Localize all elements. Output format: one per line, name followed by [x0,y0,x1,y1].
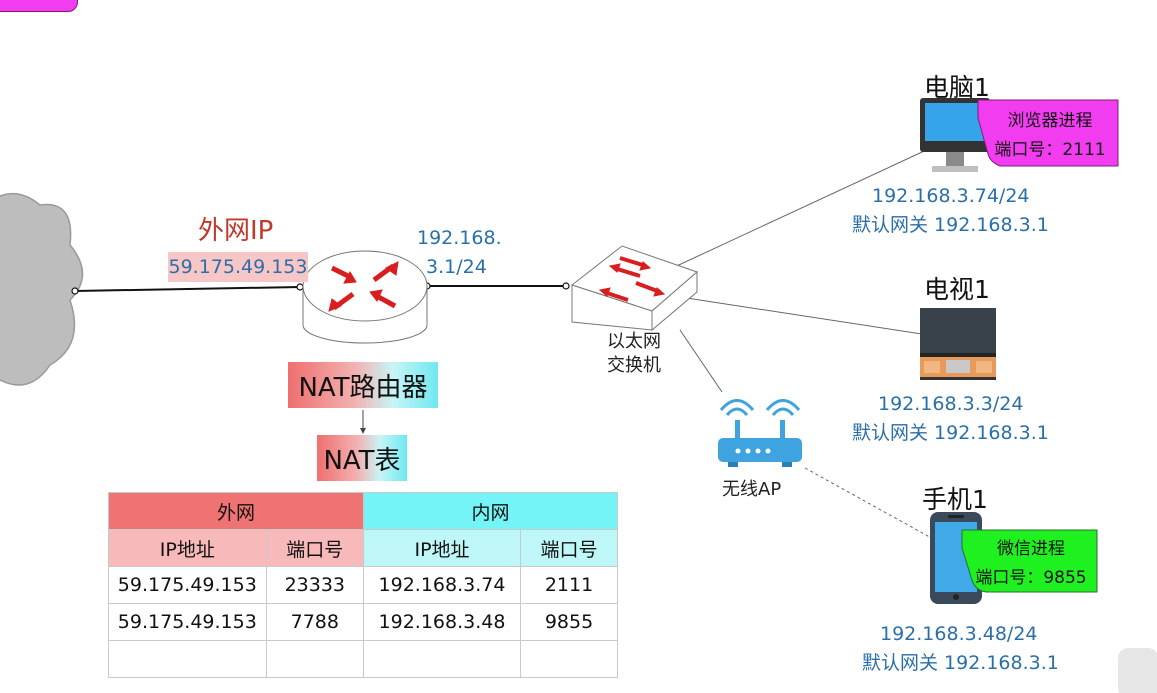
table-row [108,640,618,678]
nat-group-lan: 内网 [363,492,618,530]
tv-title: 电视1 [924,275,990,304]
phone-gateway: 默认网关 192.168.3.1 [862,652,1059,674]
nat-col-wan-port: 端口号 [265,529,365,567]
link-cloud-router [74,286,301,292]
pc-process-port: 端口号：2111 [994,140,1106,160]
phone-ip: 192.168.3.48/24 [880,623,1038,645]
router-lan-ip-line2: 3.1/24 [426,256,487,278]
nat-col-wan-ip: IP地址 [108,529,267,567]
internet-cloud [0,192,84,386]
table-cell: 59.175.49.153 [108,566,267,604]
phone-process-text: 微信进程 端口号：9855 [968,535,1094,593]
switch-label: 以太网 交换机 [596,330,672,378]
link-switch-tv [679,296,936,337]
pc-process-text: 浏览器进程 端口号：2111 [984,107,1116,165]
router-lan-ip-line1: 192.168. [417,227,502,249]
switch-label-line2: 交换机 [607,355,661,376]
nat-group-wan: 外网 [108,492,364,530]
phone-title: 手机1 [922,485,988,514]
nat-router-label: NAT路由器 [288,362,438,408]
phone-process-port: 端口号：9855 [975,568,1087,588]
phone-process-name: 微信进程 [997,539,1065,559]
nat-col-lan-port: 端口号 [520,529,618,567]
table-cell [265,640,365,678]
table-cell: 192.168.3.74 [363,566,521,604]
wan-ip-title: 外网IP [198,216,274,246]
pc-process-bubble [977,99,1119,167]
table-cell: 192.168.3.48 [363,603,521,641]
switch-icon [570,245,698,332]
table-cell: 9855 [520,603,618,641]
table-cell [108,640,267,678]
pc-process-name: 浏览器进程 [1007,111,1093,131]
wireless-ap-label: 无线AP [722,479,782,500]
nat-table-group-row: 外网 内网 [108,492,618,530]
table-cell: 23333 [265,566,365,604]
table-cell [363,640,521,678]
pc-ip: 192.168.3.74/24 [872,185,1030,207]
table-cell: 2111 [520,566,618,604]
table-row: 59.175.49.153 23333 192.168.3.74 2111 [108,566,618,604]
table-cell [520,640,618,678]
table-cell: 7788 [265,603,365,641]
link-ap-phone [804,467,936,541]
switch-label-line1: 以太网 [607,331,661,352]
wan-ip-value: 59.175.49.153 [168,252,308,282]
link-switch-pc [667,145,936,271]
table-row: 59.175.49.153 7788 192.168.3.48 9855 [108,603,618,641]
nat-table: 外网 内网 IP地址 端口号 IP地址 端口号 59.175.49.153 23… [108,492,618,678]
nat-table-label: NAT表 [317,435,407,481]
table-cell: 59.175.49.153 [108,603,267,641]
link-switch-ap [679,329,723,393]
phone-process-bubble [961,529,1098,593]
nat-table-header-row: IP地址 端口号 IP地址 端口号 [108,529,618,567]
computer-icon [920,98,990,172]
router-icon [302,250,428,344]
nat-col-lan-ip: IP地址 [363,529,521,567]
tv-ip: 192.168.3.3/24 [878,393,1024,415]
tv-gateway: 默认网关 192.168.3.1 [852,422,1049,444]
pc-gateway: 默认网关 192.168.3.1 [852,214,1049,236]
tv-icon [920,308,996,380]
wireless-ap-icon [718,399,802,467]
pc-title: 电脑1 [924,73,990,102]
